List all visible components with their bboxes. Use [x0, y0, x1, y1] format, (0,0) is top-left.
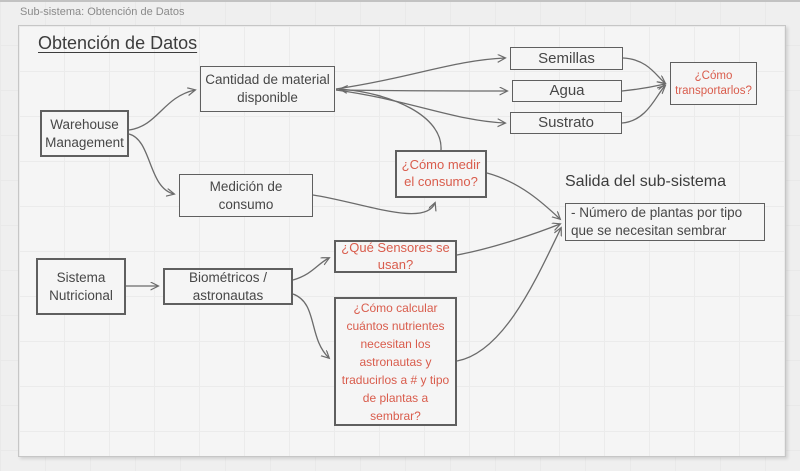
node-label: - Número de plantas por tipo que se nece… [571, 205, 743, 238]
node-label: ¿Qué Sensores se usan? [341, 239, 450, 272]
node-label: Cantidad de material disponible [205, 72, 330, 105]
node-sistema-nutricional[interactable]: Sistema Nutricional [36, 258, 126, 315]
node-label: Sistema Nutricional [49, 269, 113, 303]
node-biometricos-astronautas[interactable]: Biométricos / astronautas [163, 268, 293, 305]
node-label: ¿Cómo calcular cuántos nutrientes necesi… [341, 300, 450, 423]
diagram-title[interactable]: Obtención de Datos [38, 33, 198, 53]
node-label: Biométricos / astronautas [188, 269, 268, 303]
window-top-divider [0, 0, 800, 2]
node-label: Agua [549, 82, 585, 100]
node-como-calcular-nutrientes[interactable]: ¿Cómo calcular cuántos nutrientes necesi… [334, 297, 457, 426]
node-label: ¿Cómo medir el consumo? [401, 157, 481, 189]
node-como-transportarlos[interactable]: ¿Cómo transportarlos? [670, 62, 757, 105]
node-que-sensores[interactable]: ¿Qué Sensores se usan? [334, 240, 457, 273]
node-label: Medición de consumo [209, 178, 283, 212]
node-label: Warehouse Management [45, 116, 124, 150]
breadcrumb: Sub-sistema: Obtención de Datos [20, 6, 185, 18]
node-warehouse-management[interactable]: Warehouse Management [40, 110, 129, 157]
node-sustrato[interactable]: Sustrato [510, 112, 622, 134]
node-semillas[interactable]: Semillas [510, 47, 623, 70]
node-salida-numero-plantas[interactable]: - Número de plantas por tipo que se nece… [565, 203, 765, 241]
node-label: ¿Cómo transportarlos? [675, 69, 752, 97]
node-agua[interactable]: Agua [512, 80, 622, 102]
node-label: Sustrato [538, 114, 594, 132]
node-como-medir-consumo[interactable]: ¿Cómo medir el consumo? [395, 150, 487, 198]
node-cantidad-material[interactable]: Cantidad de material disponible [200, 66, 335, 112]
node-label: Semillas [538, 49, 595, 67]
node-medicion-consumo[interactable]: Medición de consumo [179, 174, 313, 217]
output-section-heading[interactable]: Salida del sub-sistema [565, 173, 726, 190]
